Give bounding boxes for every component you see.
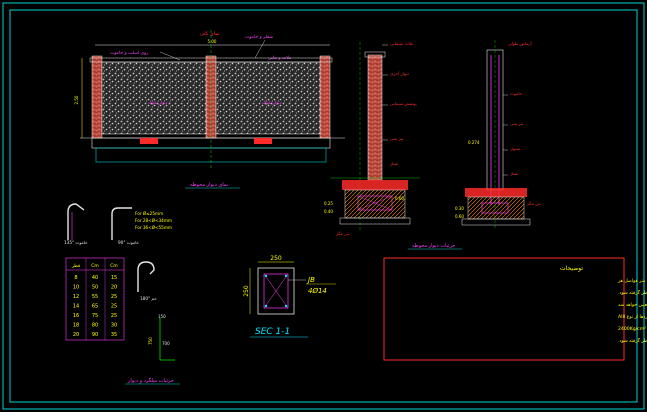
elevation-panel-label-1: دیوار بلوک — [148, 100, 168, 106]
lap-header-2: Cm — [110, 263, 118, 269]
lap-cell: 75 — [92, 313, 98, 319]
section-a-dim-2: 0.40 — [324, 209, 333, 214]
section-a-label-2: دیوار آجری — [390, 71, 409, 76]
notes-line: کاور بتن برابر ۴ سانتیمتر در نظر گرفته ش… — [618, 337, 647, 344]
section-a-dim-3: 0.60 — [395, 196, 404, 201]
notes-title: توضیحات — [560, 265, 583, 272]
misc-title: جزئیات میلگرد و دیوار — [127, 377, 174, 384]
elevation-dim-side: 2.50 — [74, 95, 79, 104]
lap-header-0: قطر — [71, 264, 80, 269]
lap-cell: 25 — [111, 313, 117, 319]
hook-b-label: 90° خاموت — [118, 240, 139, 245]
hook-spec-2: For 28<Ø<34mm — [135, 218, 172, 223]
notes-box: توضیحات جهت اجرای دیوار تا عمق ۱/۵ متر و… — [383, 257, 647, 361]
lap-cell: 20 — [73, 332, 79, 338]
lap-cell: 16 — [73, 313, 79, 319]
section-b-label-1: آرماتور طولی — [508, 41, 532, 46]
lap-cell: 18 — [73, 323, 79, 329]
section-b-dim-1: 0.274 — [468, 140, 480, 145]
hook-spec-1: For Ø≤25mm — [135, 211, 163, 216]
lap-cell: 35 — [111, 332, 117, 338]
section-b-label-2: خاموت — [510, 91, 523, 96]
elevation-dim-top: 5.00 — [208, 39, 217, 44]
lap-cell: 50 — [92, 285, 98, 291]
elevation-label-2: شفلر و خاموت — [245, 35, 273, 40]
elevation-label-1: روی اسلب و خاموت — [110, 51, 148, 56]
sec-dim-side: 250 — [243, 285, 250, 297]
notes-line: مشخصات فنی و نوع مصالح با نظر مهندس ناظر… — [618, 303, 647, 308]
section-a-label-4: تیر بتنی — [390, 136, 404, 141]
hook-a-label: 135° خاموت — [64, 240, 88, 245]
wall-section-b: آرماتور طولی خاموت تیر بتنی ستون شناژ بت… — [408, 40, 541, 250]
inner-frame — [9, 9, 638, 403]
elevation-title: نمای دیوار محوطه — [190, 182, 228, 188]
elevation-label-3: ملات و بنایی — [268, 56, 292, 61]
hook-spec-3: For 36<Ø<55mm — [135, 225, 172, 230]
section-1-1: 250 250 JB 4Ø14 SEC 1-1 — [243, 255, 336, 338]
section-b-dim-3: 0.60 — [455, 214, 464, 219]
elevation-top-label: نمای کلی — [200, 31, 220, 37]
sec-dim-top: 250 — [270, 255, 282, 262]
lap-cell: 55 — [92, 294, 98, 300]
bend-dim-side: 750 — [148, 337, 153, 345]
lap-cell: 90 — [92, 332, 98, 338]
notes-line: بتن مصرفی با مقاومت فشاری ۲۸ روزه و میلگ… — [618, 313, 647, 320]
lap-header-1: Cm — [91, 263, 99, 269]
section-b-label-3: تیر بتنی — [510, 121, 524, 126]
notes-line: ۳ متر ستون بتنی در نظر گرفته شود. — [618, 289, 647, 296]
section-a-label-6: بتن مگر — [335, 231, 350, 236]
lap-cell: 20 — [111, 285, 117, 291]
lap-cell: 12 — [73, 294, 79, 300]
lap-cell: 40 — [92, 275, 98, 281]
bend-label: 180° خم — [140, 296, 157, 301]
section-a-dim-1: 0.25 — [324, 201, 333, 206]
lap-cell: 25 — [111, 304, 117, 310]
bend-dim-top: 150 — [158, 314, 166, 319]
lap-cell: 14 — [73, 304, 79, 310]
sec-tag-2: 4Ø14 — [308, 287, 327, 295]
section-b-dim-2: 0.30 — [455, 206, 464, 211]
notes-line: جهت اجرای دیوار تا عمق ۱/۵ متر و ارتفاع … — [617, 278, 647, 284]
lap-cell: 65 — [92, 304, 98, 310]
section-b-title: جزئیات دیوار محوطه — [412, 243, 455, 249]
lap-cell: 80 — [92, 323, 98, 329]
lap-cell: 30 — [111, 323, 117, 329]
sec-tag-1: JB — [306, 276, 315, 284]
rebar-hooks: 135° خاموت 90° خاموت For Ø≤25mm For 28<Ø… — [64, 203, 172, 245]
sec-title: SEC 1-1 — [255, 327, 290, 337]
lap-cell: 15 — [111, 275, 117, 281]
notes-lines: جهت اجرای دیوار تا عمق ۱/۵ متر و ارتفاع … — [617, 278, 647, 344]
section-b-label-4: ستون — [510, 146, 521, 151]
section-a-label-1: ملات سیمانی — [390, 41, 413, 46]
notes-line: آرماتورهای مصرفی از نوع AII با تنش تسلیم… — [618, 326, 647, 332]
bend-dim-mid: 700 — [162, 341, 170, 346]
lap-cell: 25 — [111, 294, 117, 300]
wall-elevation: 5.00 نمای کلی روی اسلب و خاموت شفلر و خا… — [74, 30, 345, 189]
lap-cell: 10 — [73, 285, 79, 291]
bend-detail: 180° خم 150 700 750 جزئیات میلگرد و دیوا… — [125, 261, 180, 385]
lap-cell: 8 — [74, 275, 77, 281]
elevation-panel-label-2: دیوار بلوک — [262, 100, 282, 106]
section-b-label-5: شناژ — [509, 171, 519, 176]
wall-section-a: ملات سیمانی دیوار آجری پوشش سیمانی تیر ب… — [324, 41, 420, 236]
lap-length-table: قطر Cm Cm 8 40 15 10 50 20 12 55 25 14 65 25 16 75 25 1… — [65, 257, 125, 341]
section-a-label-3: پوشش سیمانی — [390, 101, 417, 106]
lap-rows: 8 40 15 10 50 20 12 55 25 14 65 25 16 75 25 18 80 30 20 90 3… — [73, 275, 117, 338]
section-b-label-6: بتن مگر — [526, 201, 541, 206]
section-a-label-5: شناژ — [389, 161, 399, 166]
